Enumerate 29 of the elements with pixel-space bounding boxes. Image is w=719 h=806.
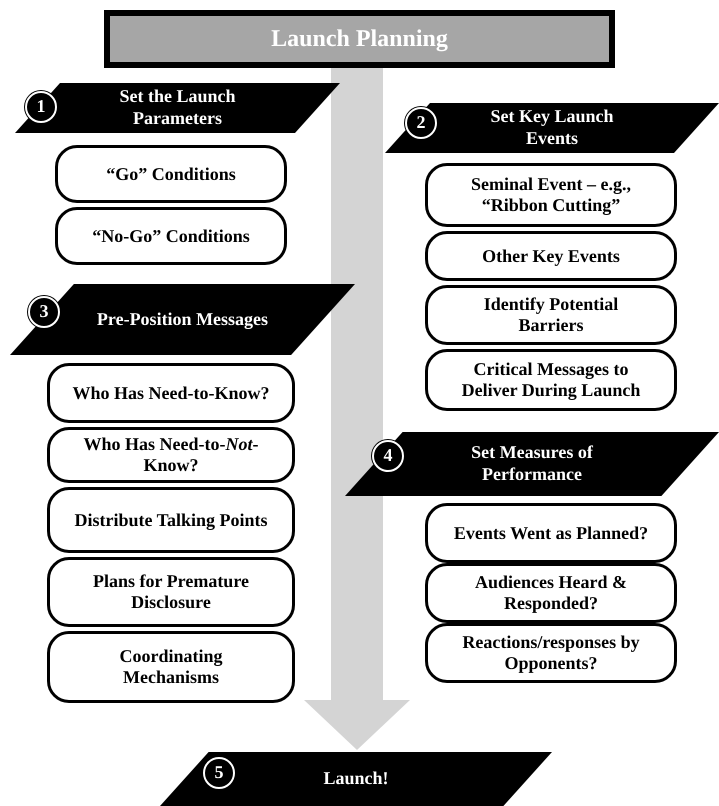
rounded-task-box: “No-Go” Conditions xyxy=(55,207,287,265)
step-number-badge: 1 xyxy=(25,91,57,123)
step-heading: Pre-Position Messages xyxy=(96,308,268,330)
rounded-task-box: Reactions/responses by Opponents? xyxy=(425,623,677,683)
rounded-task-box: Who Has Need-to-Know? xyxy=(47,363,295,423)
step-banner xyxy=(345,432,719,496)
step-banner xyxy=(160,752,552,806)
step-banner xyxy=(10,284,355,355)
rounded-task-box: Events Went as Planned? xyxy=(425,503,677,563)
step-heading: Set Key Launch Events xyxy=(489,106,614,150)
step-number-badge: 2 xyxy=(405,107,437,139)
title-banner: Launch Planning xyxy=(104,10,615,68)
rounded-task-box: “Go” Conditions xyxy=(55,145,287,203)
rounded-task-box: Audiences Heard & Responded? xyxy=(425,563,677,623)
rounded-task-box: Seminal Event – e.g., “Ribbon Cutting” xyxy=(425,163,677,227)
rounded-task-box: Distribute Talking Points xyxy=(47,487,295,553)
rounded-task-box: Other Key Events xyxy=(425,231,677,281)
rounded-task-box: Identify Potential Barriers xyxy=(425,285,677,345)
step-banner xyxy=(15,83,340,133)
step-heading: Launch! xyxy=(323,768,389,790)
step-number-badge: 3 xyxy=(28,296,60,328)
rounded-task-box: Coordinating Mechanisms xyxy=(47,631,295,703)
rounded-task-box: Critical Messages to Deliver During Launch xyxy=(425,349,677,411)
rounded-task-box: Plans for Premature Disclosure xyxy=(47,557,295,627)
step-heading: Set the Launch Parameters xyxy=(118,86,236,130)
step-banner xyxy=(385,103,719,153)
step-heading: Set Measures of Performance xyxy=(470,442,594,486)
flow-arrow xyxy=(304,68,410,750)
rounded-task-box: Who Has Need-to-Not-Know? xyxy=(47,427,295,483)
